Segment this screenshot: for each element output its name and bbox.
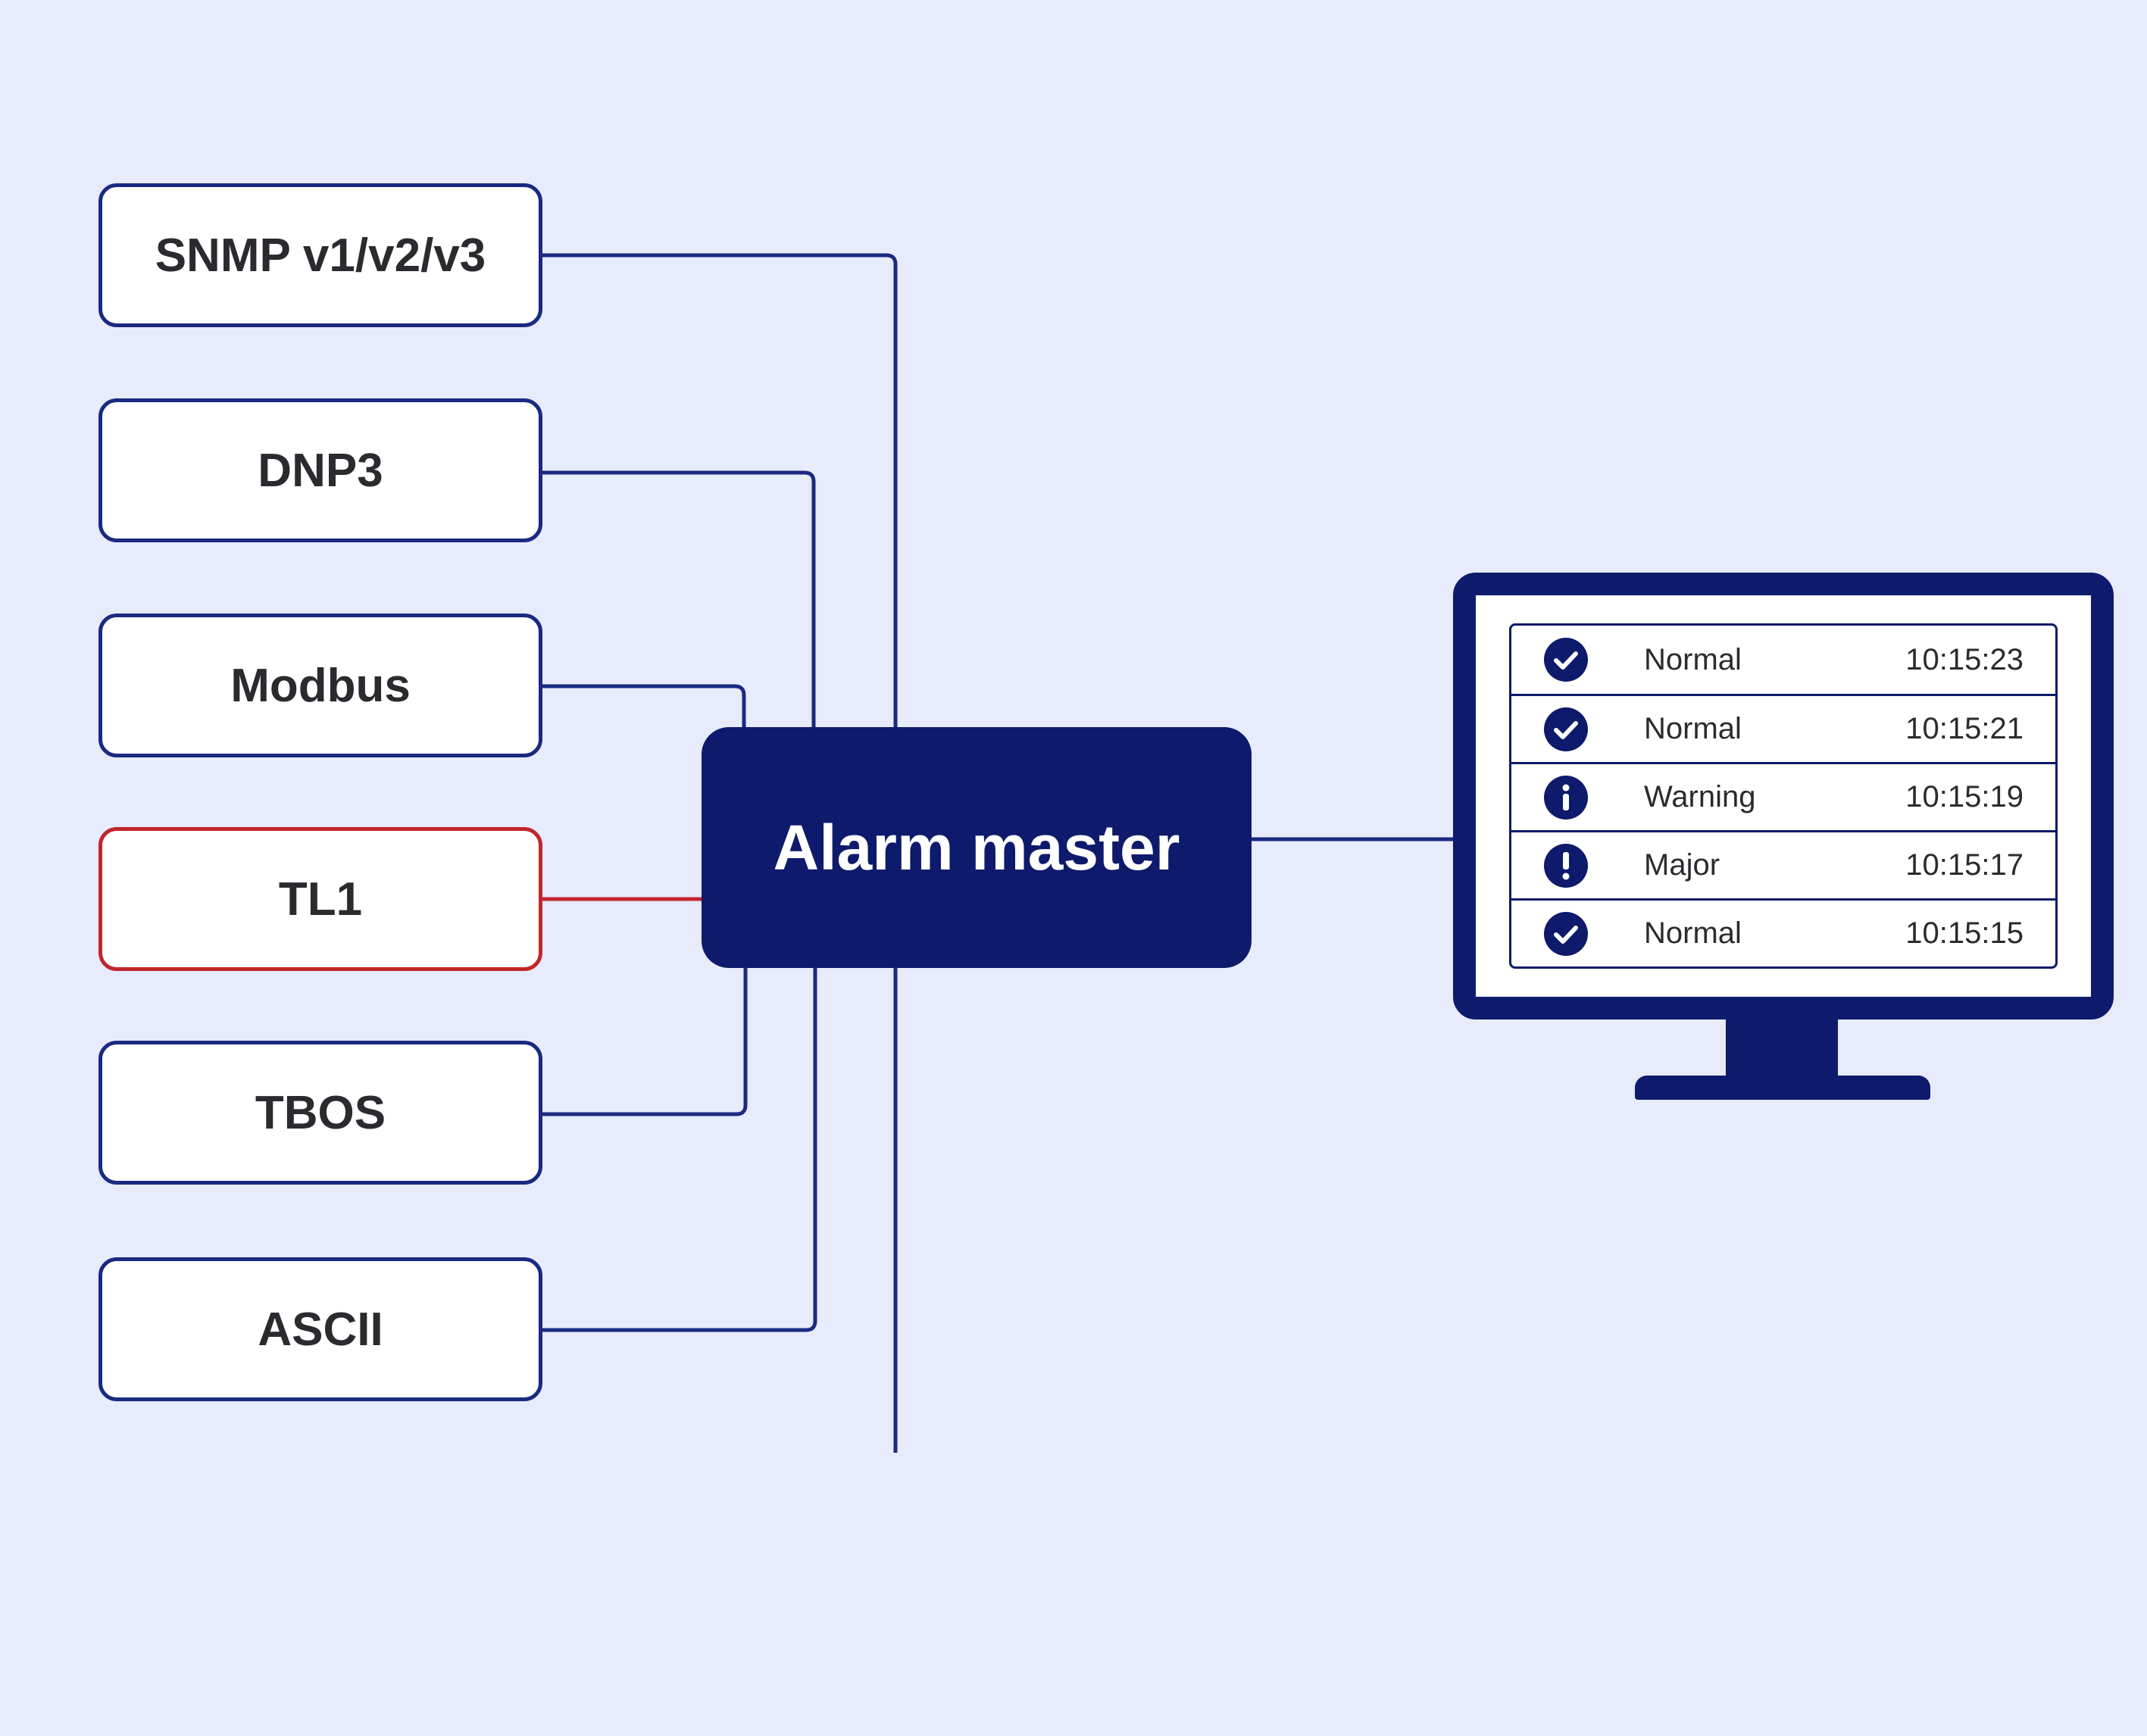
alarm-status: Major: [1644, 848, 1720, 882]
info-circle-icon: [1544, 775, 1588, 820]
wire-ascii: [542, 968, 817, 1332]
protocol-ascii: ASCII: [98, 1257, 542, 1401]
alarm-master-box: Alarm master: [702, 727, 1252, 968]
wire-modbus: [542, 684, 746, 727]
alarm-row: Normal 10:15:23: [1511, 626, 2055, 694]
protocol-tl1: TL1: [98, 827, 542, 971]
protocol-tbos: TBOS: [98, 1041, 542, 1185]
wire-dnp3: [542, 470, 816, 727]
protocol-modbus: Modbus: [98, 614, 542, 757]
protocol-dnp3: DNP3: [98, 398, 542, 542]
alarm-time: 10:15:23: [1905, 642, 2024, 676]
exclamation-circle-icon: [1544, 843, 1588, 888]
alarm-time: 10:15:21: [1905, 712, 2024, 745]
alarm-status: Warning: [1644, 780, 1756, 813]
alarm-row: Normal 10:15:21: [1511, 694, 2055, 762]
alarm-row: Major 10:15:17: [1511, 830, 2055, 898]
alarm-time: 10:15:17: [1905, 848, 2024, 882]
monitor-base: [1635, 1076, 1930, 1100]
alarm-master-label: Alarm master: [773, 811, 1180, 883]
alarm-time: 10:15:15: [1905, 916, 2024, 950]
wire-tbos: [542, 968, 748, 1116]
check-circle-icon: [1544, 638, 1588, 682]
check-circle-icon: [1544, 707, 1588, 751]
alarm-status: Normal: [1644, 642, 1742, 676]
protocol-snmp: SNMP v1/v2/v3: [98, 183, 542, 327]
alarm-row: Warning 10:15:19: [1511, 762, 2055, 830]
alarm-time: 10:15:19: [1905, 780, 2024, 813]
alarm-row: Normal 10:15:15: [1511, 898, 2055, 966]
monitor-stand: [1726, 1016, 1838, 1085]
alarm-status: Normal: [1644, 712, 1742, 745]
check-circle-icon: [1544, 911, 1588, 956]
alarm-list: Normal 10:15:23 Normal 10:15:21 Warning …: [1509, 623, 2058, 969]
wire-snmp: [542, 253, 898, 1453]
alarm-status: Normal: [1644, 916, 1742, 950]
